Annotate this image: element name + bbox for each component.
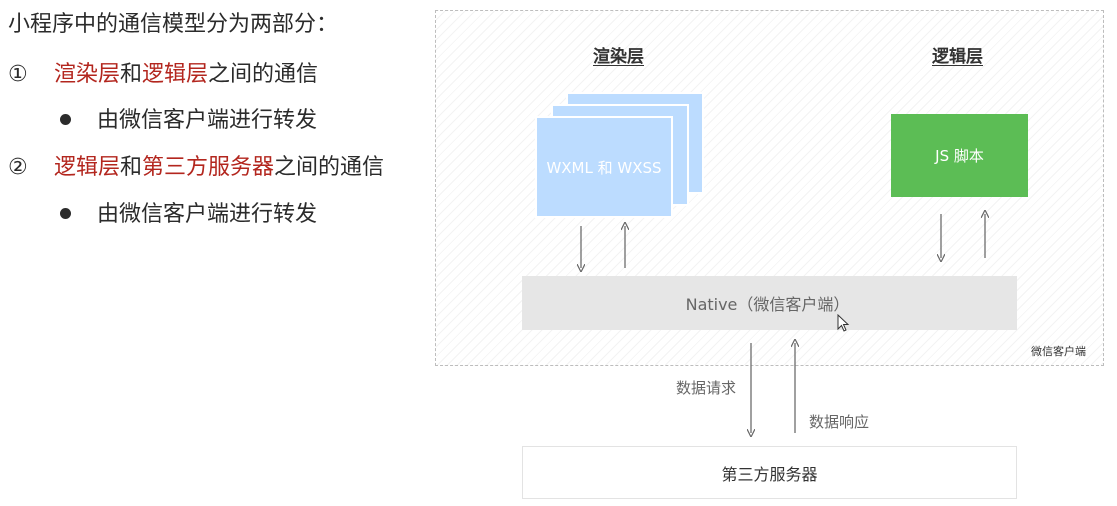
- native-bar: Native（微信客户端）: [522, 276, 1017, 330]
- text-and: 和: [120, 62, 143, 87]
- request-label: 数据请求: [676, 379, 737, 397]
- response-label: 数据响应: [809, 413, 870, 431]
- highlight-logic-layer: 逻辑层: [142, 62, 209, 87]
- text-between: 之间的通信: [274, 155, 385, 180]
- section-title: 小程序中的通信模型分为两部分：: [8, 12, 339, 37]
- sub-bullet-text: 由微信客户端进行转发: [97, 202, 318, 227]
- highlight-render-layer: 渲染层: [54, 62, 121, 87]
- third-party-server-box: 第三方服务器: [522, 446, 1017, 499]
- render-content-label: WXML 和 WXSS: [546, 158, 662, 177]
- bullet-dot-icon: [60, 113, 71, 125]
- render-layer-title: 渲染层: [593, 47, 644, 67]
- logic-layer-title: 逻辑层: [932, 47, 983, 67]
- text-and: 和: [120, 155, 143, 180]
- client-label: 微信客户端: [1031, 345, 1086, 358]
- native-label: Native（微信客户端）: [685, 295, 850, 314]
- logic-script-box: JS 脚本: [891, 114, 1028, 197]
- sub-bullet-text: 由微信客户端进行转发: [97, 108, 318, 133]
- sub-bullet-2: 由微信客户端进行转发: [60, 196, 317, 228]
- mouse-cursor-icon: [837, 314, 850, 332]
- highlight-third-party-server: 第三方服务器: [142, 155, 275, 180]
- server-label: 第三方服务器: [721, 464, 818, 484]
- sub-bullet-1: 由微信客户端进行转发: [60, 102, 317, 134]
- logic-content-label: JS 脚本: [935, 147, 984, 165]
- bullet-dot-icon: [60, 207, 71, 219]
- list-item-2: ② 逻辑层和第三方服务器之间的通信: [8, 149, 384, 181]
- highlight-logic-layer: 逻辑层: [54, 155, 121, 180]
- list-number: ②: [8, 155, 28, 180]
- render-card-front: WXML 和 WXSS: [535, 116, 673, 218]
- list-number: ①: [8, 62, 28, 87]
- text-between: 之间的通信: [208, 62, 319, 87]
- list-item-1: ① 渲染层和逻辑层之间的通信: [8, 56, 318, 88]
